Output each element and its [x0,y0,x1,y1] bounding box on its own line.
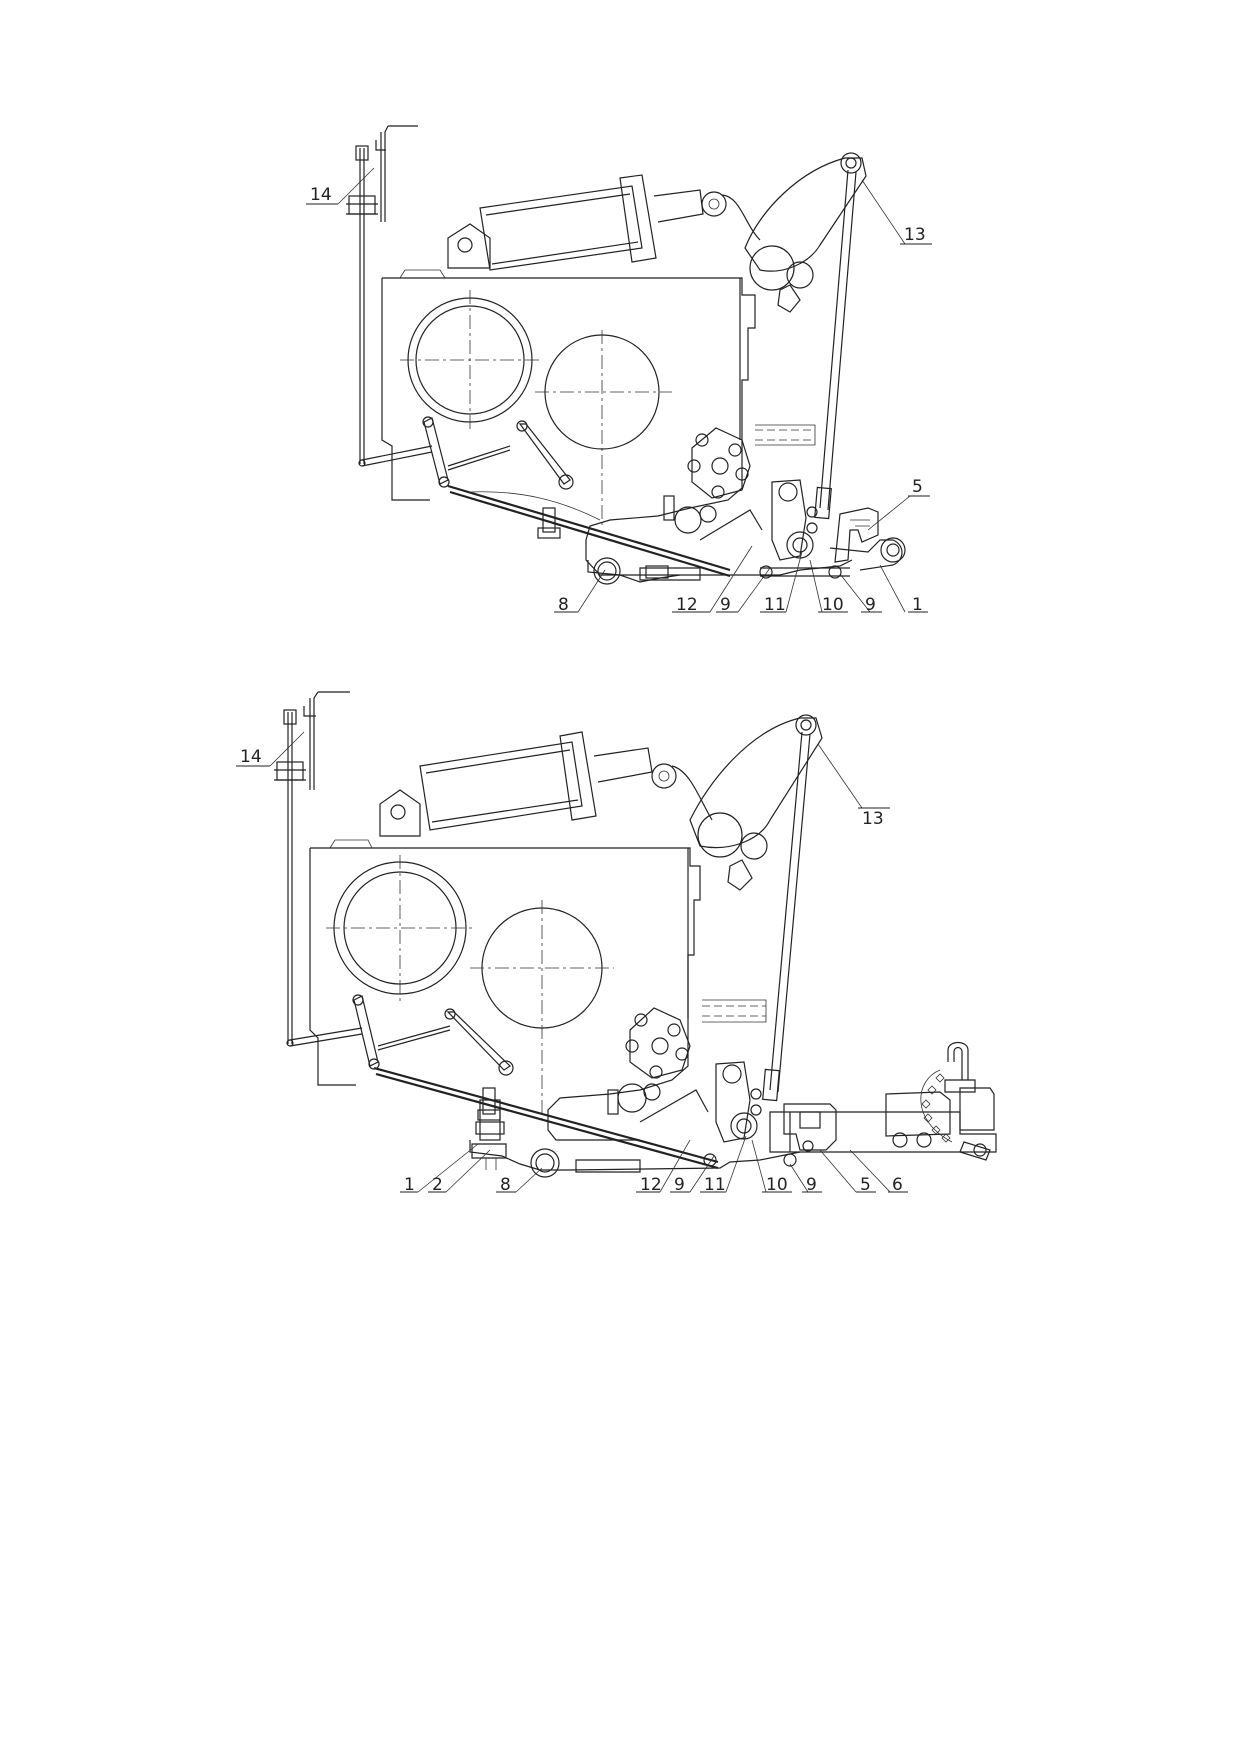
callout-11: 11 [760,595,786,615]
svg-text:2: 2 [432,1175,443,1195]
svg-text:12: 12 [676,595,698,615]
svg-text:12: 12 [640,1175,662,1195]
callout-13: 13 [900,225,932,245]
callout-9b: 9 [861,595,882,615]
svg-text:9: 9 [674,1175,685,1195]
callout-5: 5 [908,477,930,497]
callout-14: 14 [236,747,270,767]
svg-text:9: 9 [865,595,876,615]
callout-8: 8 [554,595,578,615]
svg-text:8: 8 [558,595,569,615]
drawing-top [337,125,911,613]
svg-text:10: 10 [822,595,844,615]
svg-text:5: 5 [912,477,923,497]
callouts-bottom: 14 13 1 2 8 12 9 11 10 9 5 6 [236,747,908,1195]
svg-text:1: 1 [912,595,923,615]
callout-10: 10 [818,595,848,615]
callout-9a: 9 [716,595,738,615]
callout-13: 13 [858,807,890,829]
svg-text:5: 5 [860,1175,871,1195]
svg-text:11: 11 [704,1175,726,1195]
svg-text:14: 14 [240,747,262,767]
svg-text:10: 10 [766,1175,788,1195]
callout-12: 12 [672,595,710,615]
callout-11: 11 [700,1175,726,1195]
callouts-top: 14 13 5 8 12 9 11 10 9 1 [306,185,932,615]
callout-12: 12 [636,1175,662,1195]
svg-text:13: 13 [904,225,926,245]
callout-8: 8 [496,1175,516,1195]
svg-text:13: 13 [862,809,884,829]
svg-text:11: 11 [764,595,786,615]
callout-1: 1 [908,595,928,615]
callout-9a: 9 [670,1175,690,1195]
callout-9b: 9 [802,1175,822,1195]
svg-text:9: 9 [720,595,731,615]
callout-5: 5 [856,1175,876,1195]
callout-2: 2 [428,1175,446,1195]
callout-6: 6 [888,1175,908,1195]
svg-text:8: 8 [500,1175,511,1195]
callout-10: 10 [762,1175,792,1195]
callout-14: 14 [306,185,338,205]
svg-text:9: 9 [806,1175,817,1195]
drawing-bottom [269,691,997,1193]
svg-text:6: 6 [892,1175,903,1195]
svg-text:14: 14 [310,185,332,205]
callout-1: 1 [400,1175,418,1195]
svg-text:1: 1 [404,1175,415,1195]
